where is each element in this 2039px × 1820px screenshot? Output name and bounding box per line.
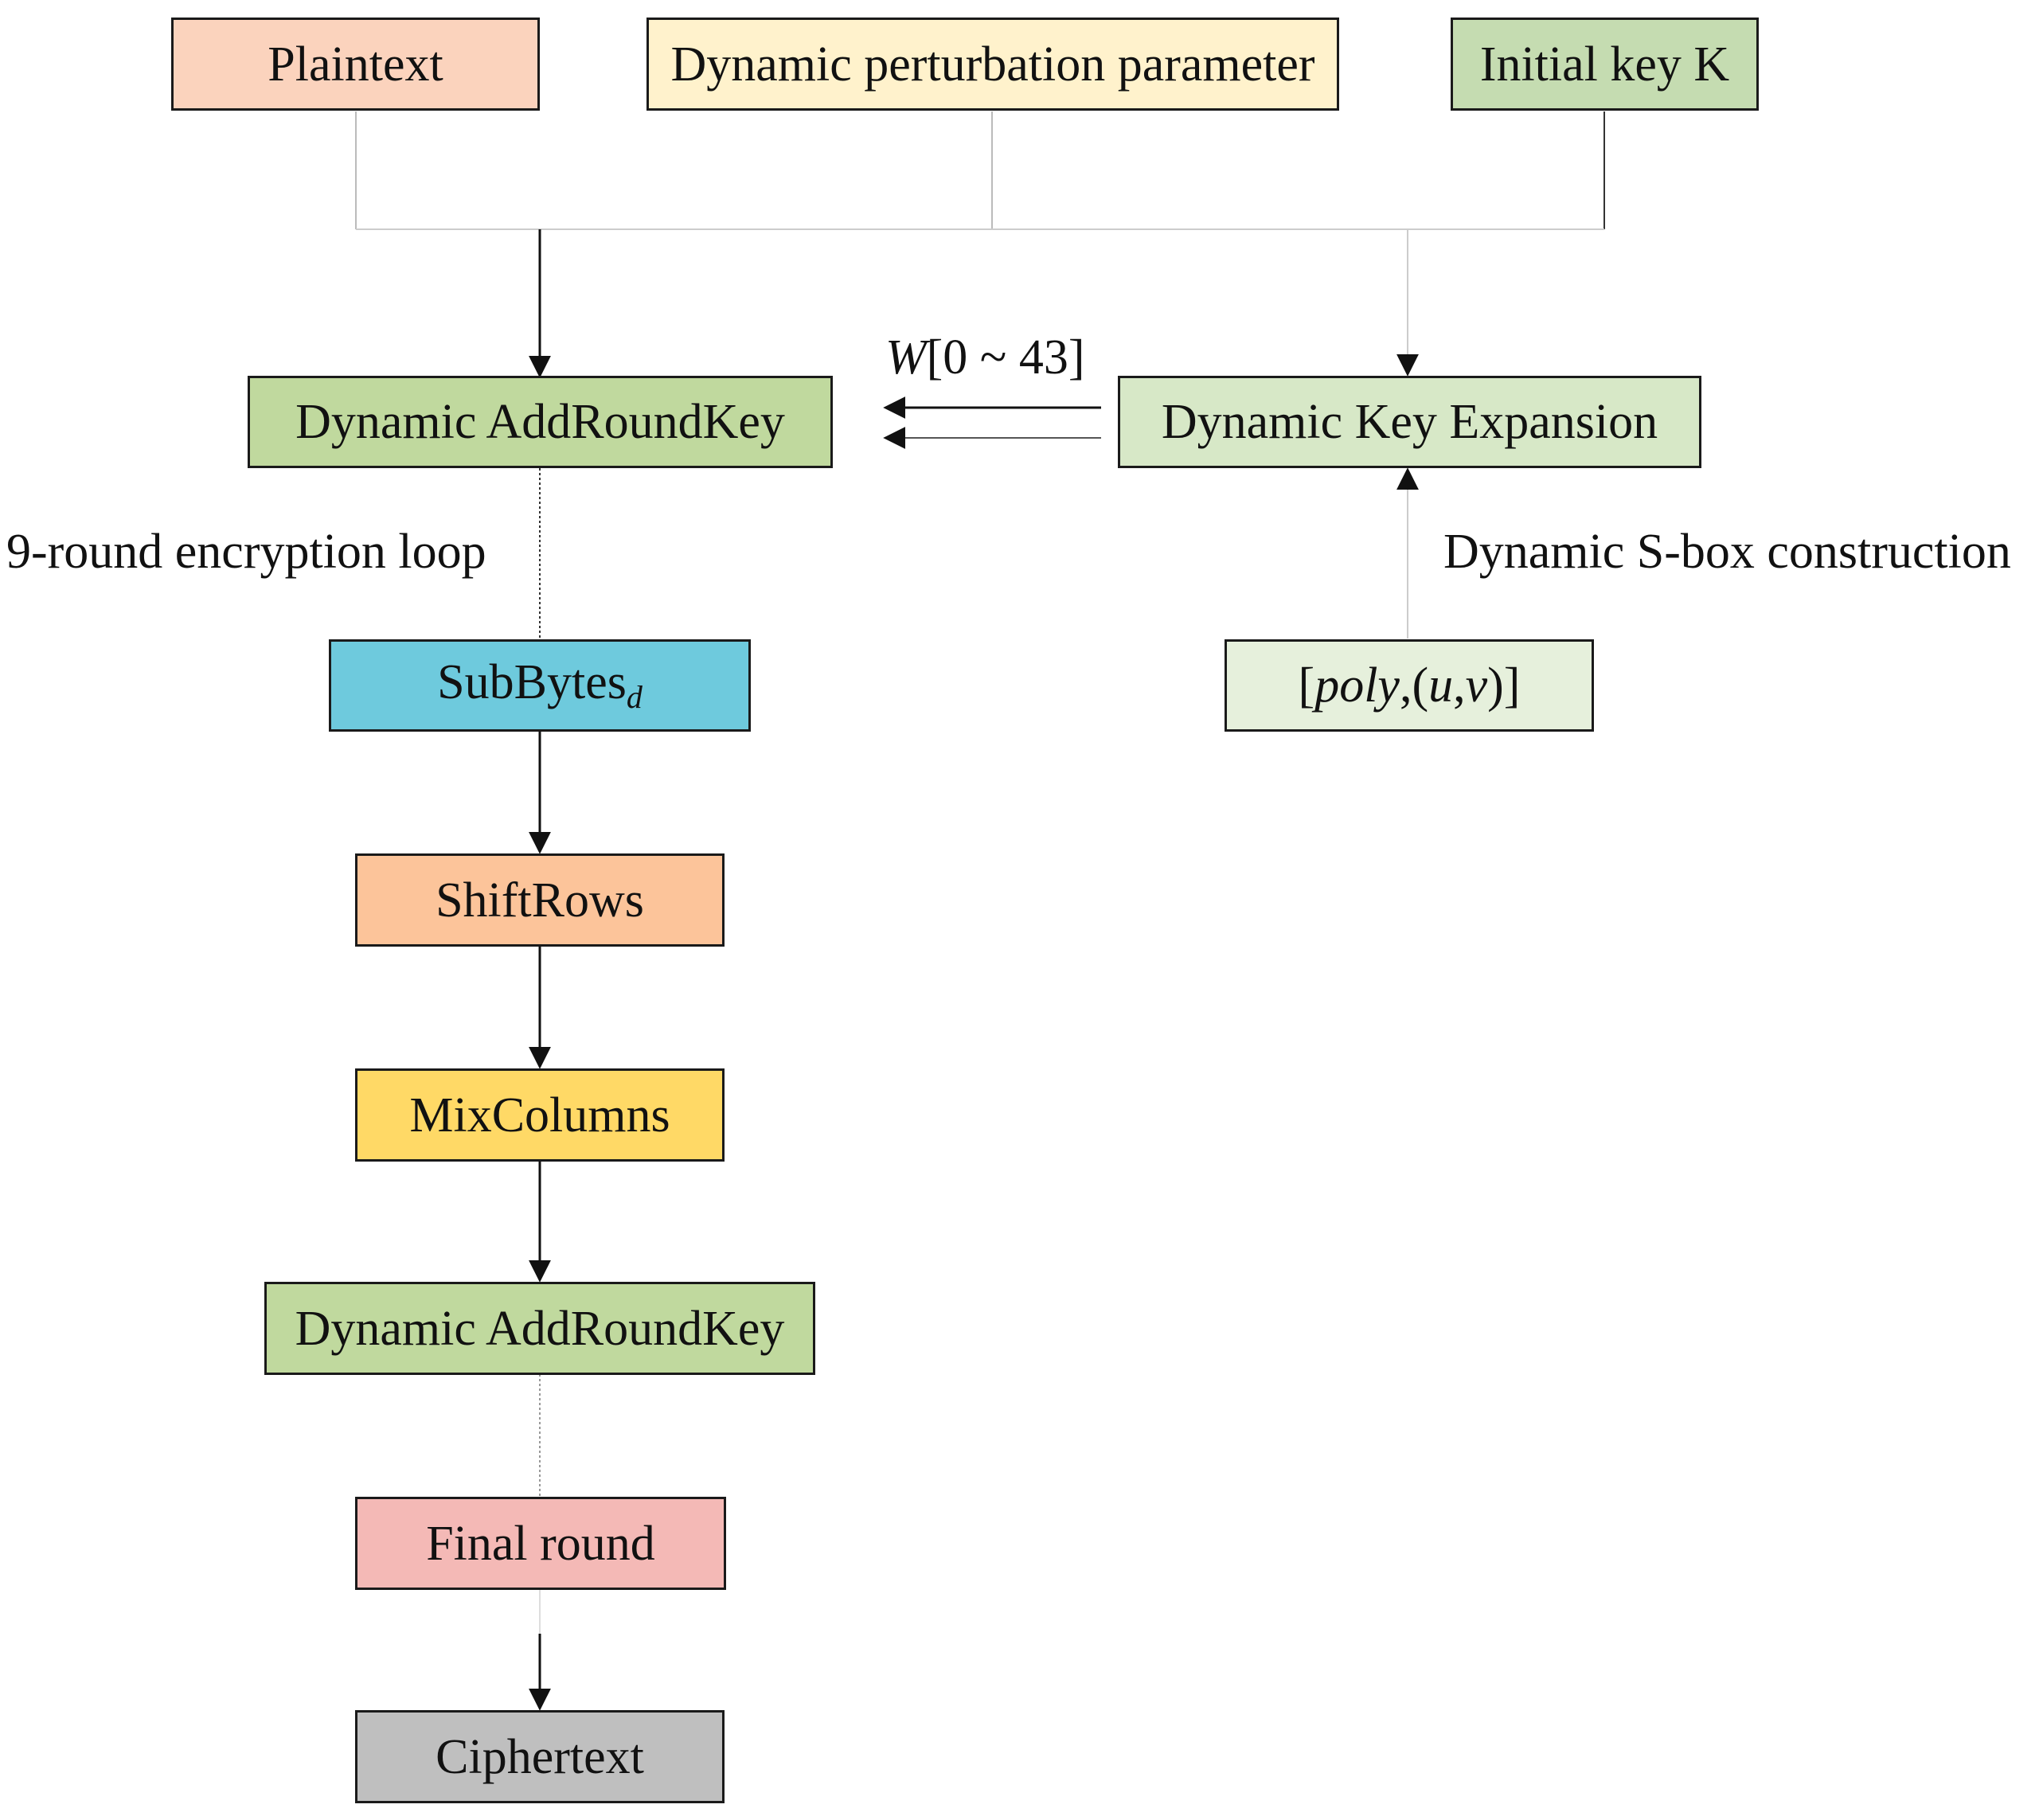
key-expansion-box: Dynamic Key Expansion [1118,376,1701,468]
poly-symbol: poly [1314,658,1400,713]
poly-comma-2: , [1453,658,1466,713]
w-symbol: W [885,330,927,385]
poly-comma-1: ,( [1399,658,1429,713]
w-range-label: W[0 ~ 43] [885,333,1085,382]
final-round-label: Final round [426,1516,655,1571]
poly-open: [ [1298,658,1315,713]
final-round-box: Final round [355,1497,726,1590]
perturbation-label: Dynamic perturbation parameter [670,37,1315,92]
subbytes-box: SubBytesd [329,639,751,732]
plaintext-box: Plaintext [171,18,540,111]
subbytes-label: SubBytesd [437,658,643,713]
key-expansion-label: Dynamic Key Expansion [1161,395,1658,449]
mixcolumns-label: MixColumns [409,1088,670,1142]
subbytes-text: SubBytes [437,655,627,709]
shiftrows-label: ShiftRows [436,873,644,928]
shiftrows-box: ShiftRows [355,853,725,947]
ciphertext-box: Ciphertext [355,1710,725,1803]
add-round-key-box-1: Dynamic AddRoundKey [248,376,833,468]
initial-key-box: Initial key K [1451,18,1759,111]
plaintext-label: Plaintext [268,37,443,92]
w-range: [0 ~ 43] [926,330,1085,385]
mixcolumns-box: MixColumns [355,1068,725,1162]
poly-close: )] [1487,658,1521,713]
u-symbol: u [1428,658,1454,713]
subbytes-subscript: d [626,679,643,715]
perturbation-box: Dynamic perturbation parameter [646,18,1339,111]
v-symbol: v [1465,658,1488,713]
add-round-key-label-2: Dynamic AddRoundKey [295,1301,785,1356]
loop-label: 9-round encryption loop [6,525,486,579]
add-round-key-label-1: Dynamic AddRoundKey [295,395,785,449]
sbox-label: Dynamic S-box construction [1443,525,2011,579]
ciphertext-label: Ciphertext [436,1729,644,1784]
initial-key-label: Initial key K [1479,37,1730,92]
poly-expression: [poly,(u,v)] [1299,661,1521,710]
add-round-key-box-2: Dynamic AddRoundKey [264,1282,815,1375]
poly-box: [poly,(u,v)] [1225,639,1594,732]
